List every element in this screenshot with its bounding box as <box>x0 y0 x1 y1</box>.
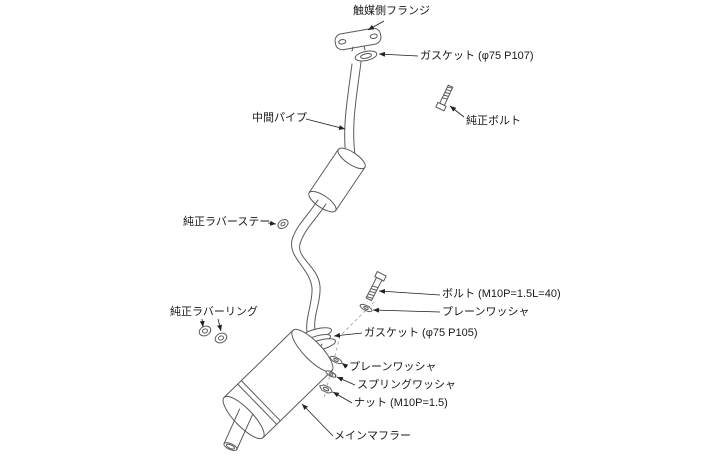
label-plain-washer-upper: プレーンワッシャ <box>442 306 530 318</box>
spring-washer-part <box>325 370 337 378</box>
label-spring-washer: スプリングワッシャ <box>357 379 456 391</box>
label-plain-washer-lower: プレーンワッシャ <box>349 361 437 373</box>
label-catalyst-flange: 触媒側フランジ <box>353 5 430 17</box>
leader-genuine-bolt <box>449 105 465 118</box>
leader-main-muffler <box>301 403 334 437</box>
leader-rubber-ring-2 <box>217 318 222 332</box>
leader-plain-washer-lower <box>341 362 349 369</box>
label-rubber-ring: 純正ラバーリング <box>170 306 258 318</box>
leader-plain-washer-upper <box>372 307 441 313</box>
leader-nut <box>332 391 353 404</box>
plain-washer-upper-part <box>359 303 373 313</box>
leader-middle-pipe <box>305 118 346 130</box>
rubber-ring-part-2 <box>214 332 228 344</box>
label-gasket-bottom: ガスケット (φ75 P105) <box>364 327 478 339</box>
leader-bolt <box>378 288 441 296</box>
plain-washer-lower-part <box>329 355 343 365</box>
resonator-part <box>308 147 366 213</box>
catalyst-flange-part <box>334 27 382 51</box>
label-rubber-stay: 純正ラバーステー <box>183 216 271 228</box>
genuine-bolt-part <box>435 84 454 112</box>
flange-stub <box>351 45 366 52</box>
label-gasket-top: ガスケット (φ75 P107) <box>420 50 534 62</box>
label-main-muffler: メインマフラー <box>334 430 411 442</box>
leader-gasket-top <box>378 51 419 57</box>
rubber-stay-part <box>277 218 289 230</box>
middle-pipe-upper <box>344 61 362 158</box>
leader-gasket-bottom <box>333 332 363 338</box>
main-muffler-part <box>222 328 334 440</box>
leader-arrows <box>199 20 465 437</box>
leader-rubber-ring-1 <box>199 318 205 328</box>
nut-part <box>319 384 333 394</box>
label-bolt: ボルト (M10P=1.5L=40) <box>442 288 561 300</box>
leader-spring-washer <box>336 376 356 386</box>
exhaust-tip-part <box>223 408 253 451</box>
joint-bolt-part <box>365 270 387 302</box>
gasket-top-part <box>354 50 378 62</box>
label-genuine-bolt: 純正ボルト <box>466 115 521 127</box>
leader-rubber-stay <box>267 220 277 226</box>
label-middle-pipe: 中間パイプ <box>252 112 307 124</box>
leader-catalyst-flange <box>367 20 385 31</box>
label-nut: ナット (M10P=1.5) <box>354 397 448 409</box>
middle-pipe-lower <box>291 199 327 333</box>
rubber-ring-part-1 <box>198 325 212 337</box>
